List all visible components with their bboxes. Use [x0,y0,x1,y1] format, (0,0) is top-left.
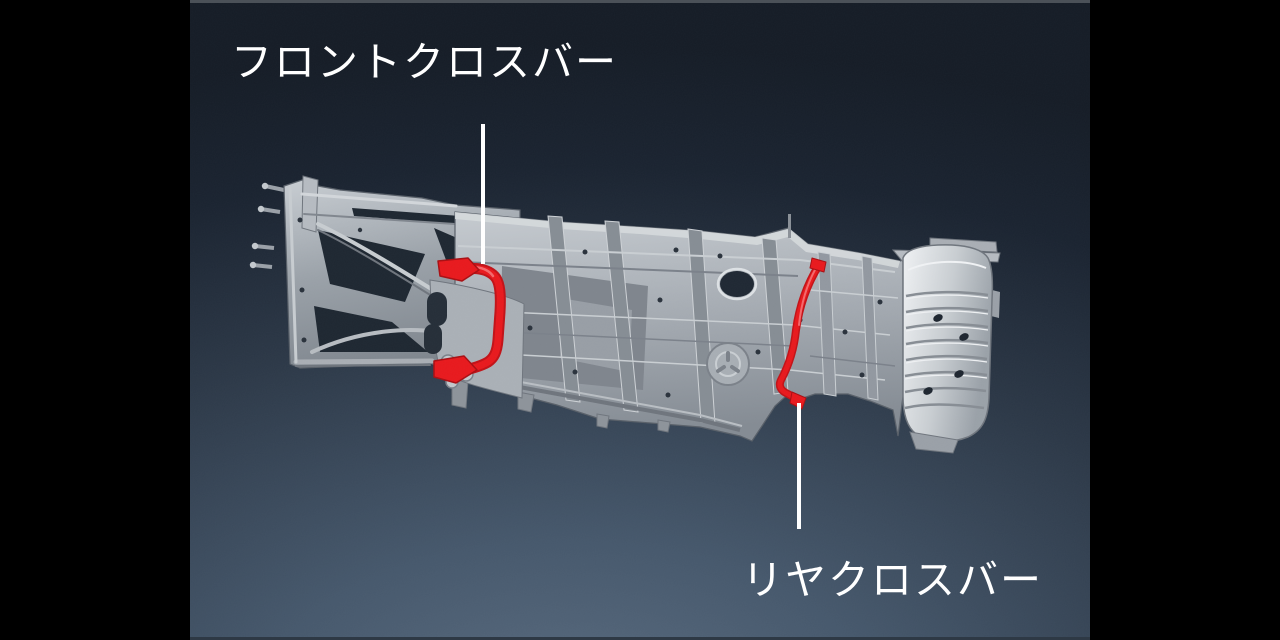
diagram-canvas: フロントクロスバー リヤクロスバー [190,0,1090,640]
front-crossbar-label: フロントクロスバー [231,39,618,85]
rear-leader-line [797,403,801,529]
bottom-edge-strip [190,637,1090,640]
letterbox-right [1090,0,1280,640]
letterbox-left [0,0,190,640]
front-leader-line [481,124,485,264]
rear-crossbar-label: リヤクロスバー [742,557,1043,603]
chassis-render [190,0,1090,640]
top-edge-strip [190,0,1090,3]
grain-overlay [190,0,1090,640]
